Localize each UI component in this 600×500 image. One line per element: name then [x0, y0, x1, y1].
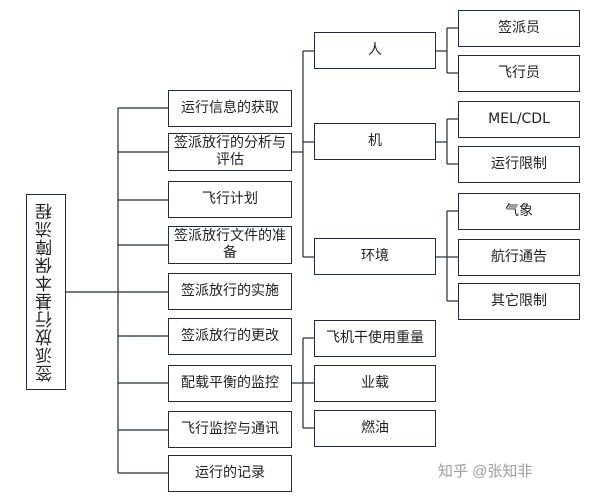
step-label: 飞行计划: [202, 191, 258, 207]
item-label: 签派员: [498, 20, 540, 36]
loading-label: 业载: [361, 375, 389, 391]
item-label: 飞行员: [498, 65, 540, 81]
step-implementation: 签派放行的实施: [168, 273, 292, 310]
loading-payload: 业载: [314, 365, 436, 402]
step-analysis-evaluation: 签派放行的分析与评估: [168, 133, 292, 171]
factor-environment: 环境: [314, 238, 436, 275]
step-label: 运行的记录: [195, 465, 265, 481]
factor-label: 环境: [361, 248, 389, 264]
item-label: 运行限制: [491, 156, 547, 172]
step-label: 签派放行的更改: [181, 328, 279, 344]
step-label: 配载平衡的监控: [181, 375, 279, 391]
aircraft-operating-limits: 运行限制: [458, 146, 580, 183]
step-load-balance-monitoring: 配载平衡的监控: [168, 365, 292, 402]
factor-aircraft: 机: [314, 123, 436, 160]
person-pilot: 飞行员: [458, 55, 580, 92]
step-info-acquisition: 运行信息的获取: [168, 90, 292, 127]
env-weather: 气象: [458, 193, 580, 230]
step-flight-plan: 飞行计划: [168, 181, 292, 218]
step-document-preparation: 签派放行文件的准备: [168, 226, 292, 264]
step-records: 运行的记录: [168, 455, 292, 492]
watermark: 知乎 @张知非: [438, 463, 533, 480]
env-notam: 航行通告: [458, 239, 580, 276]
factor-label: 机: [368, 133, 382, 149]
loading-label: 燃油: [361, 420, 389, 436]
step-label: 签派放行文件的准备: [174, 228, 286, 261]
item-label: 其它限制: [491, 293, 547, 309]
factor-person: 人: [314, 32, 436, 69]
loading-fuel: 燃油: [314, 410, 436, 447]
step-flight-monitoring: 飞行监控与通讯: [168, 411, 292, 448]
root-label: 签派放行基本保障流程: [35, 202, 56, 382]
item-label: 气象: [505, 203, 533, 219]
loading-dry-operating-weight: 飞机干使用重量: [314, 320, 436, 357]
step-change: 签派放行的更改: [168, 318, 292, 355]
root-node: 签派放行基本保障流程: [26, 194, 66, 390]
step-label: 飞行监控与通讯: [181, 421, 279, 437]
loading-label: 飞机干使用重量: [326, 330, 424, 346]
env-other-limits: 其它限制: [458, 283, 580, 320]
aircraft-mel-cdl: MEL/CDL: [458, 101, 580, 138]
item-label: MEL/CDL: [488, 111, 550, 127]
item-label: 航行通告: [491, 249, 547, 265]
step-label: 签派放行的分析与评估: [174, 135, 286, 168]
factor-label: 人: [368, 42, 382, 58]
step-label: 签派放行的实施: [181, 283, 279, 299]
person-dispatcher: 签派员: [458, 10, 580, 47]
step-label: 运行信息的获取: [181, 100, 279, 116]
